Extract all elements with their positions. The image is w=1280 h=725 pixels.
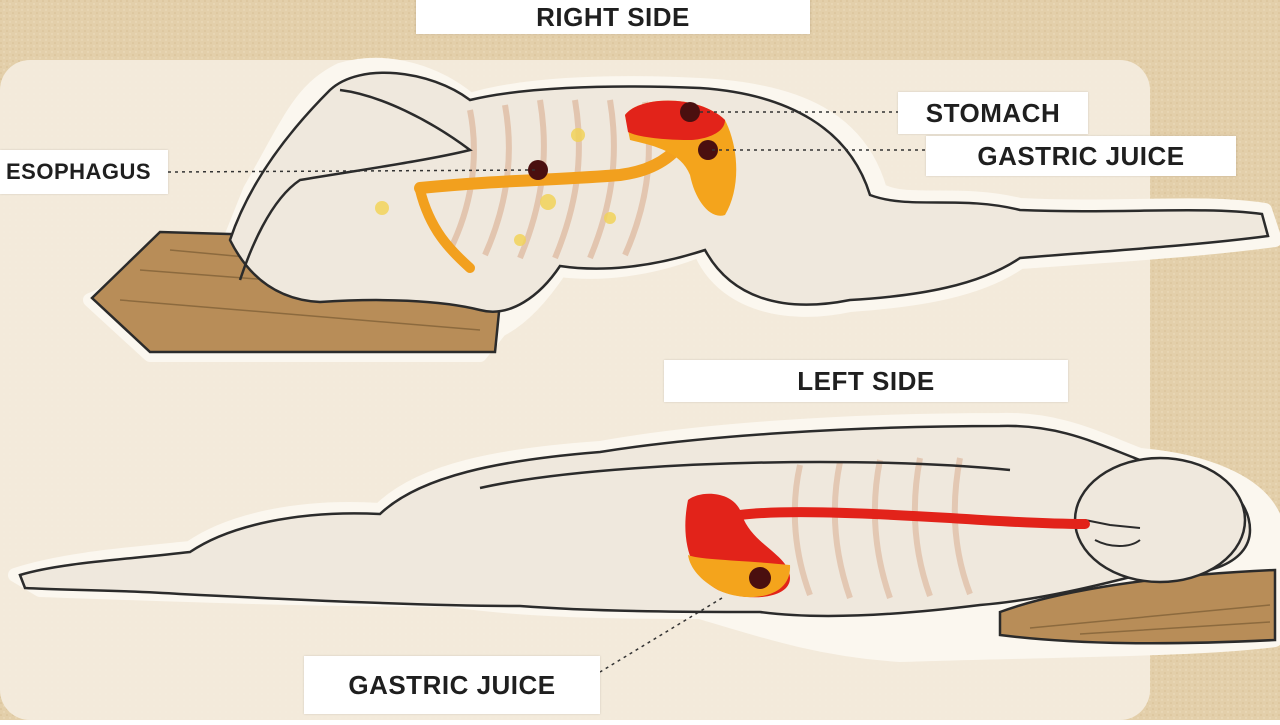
right-side-label: RIGHT SIDE <box>416 0 810 34</box>
esophagus-label: ESOPHAGUS <box>0 150 168 194</box>
right-side-figure <box>83 57 1280 362</box>
stomach-top <box>625 100 725 140</box>
stomach-label: STOMACH <box>898 92 1088 134</box>
left-side-label: LEFT SIDE <box>664 360 1068 402</box>
left-side-figure <box>8 412 1280 662</box>
body-bottom <box>18 424 1252 618</box>
gastric-juice-bottom-leader <box>599 597 723 673</box>
head-bottom <box>1073 456 1247 584</box>
gastric-juice-top-label: GASTRIC JUICE <box>926 136 1236 176</box>
leader-lines <box>167 111 926 673</box>
esophagus-leader <box>167 169 536 173</box>
gastric-juice-bottom-label: GASTRIC JUICE <box>304 656 600 714</box>
